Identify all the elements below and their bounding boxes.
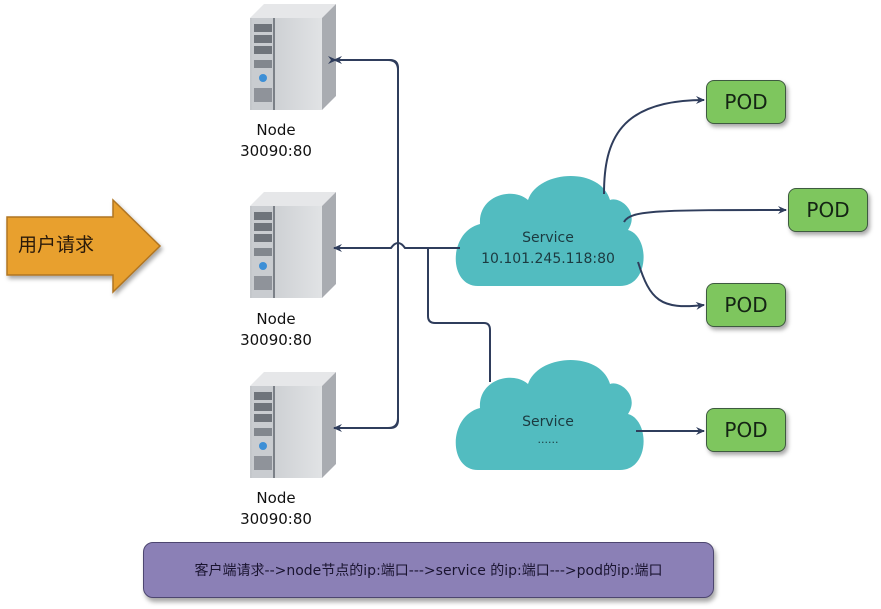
connector-service-branch <box>427 248 491 382</box>
user-request-arrow <box>6 198 162 294</box>
flow-description-banner: 客户端请求-->node节点的ip:端口--->service 的ip:端口--… <box>143 542 714 598</box>
pod-box-4[interactable]: POD <box>706 408 786 452</box>
node-label-1: Node 30090:80 <box>216 120 336 162</box>
service-name: Service <box>522 414 574 430</box>
connector-to-pod-3 <box>637 261 705 310</box>
connector-to-pod-1 <box>603 96 705 195</box>
node-server-icon-3 <box>249 371 337 479</box>
service-label-2: Service ...... <box>468 412 628 447</box>
flow-description-text: 客户端请求-->node节点的ip:端口--->service 的ip:端口--… <box>194 563 663 579</box>
connector-to-node-3 <box>333 417 399 432</box>
service-cloud-2[interactable] <box>455 359 644 470</box>
connector-to-node-2 <box>333 242 460 252</box>
user-request-label: 用户请求 <box>18 234 95 256</box>
node-port: 30090:80 <box>240 142 312 160</box>
connector-to-node-1 <box>333 56 399 71</box>
node-server-icon-1 <box>249 3 337 111</box>
node-name: Node <box>256 310 296 328</box>
node-name: Node <box>256 121 296 139</box>
connector-trunk <box>336 60 399 429</box>
pod-box-1[interactable]: POD <box>706 80 786 124</box>
node-port: 30090:80 <box>240 510 312 528</box>
pod-box-3[interactable]: POD <box>706 283 786 327</box>
node-label-2: Node 30090:80 <box>216 309 336 351</box>
node-server-icon-2 <box>249 191 337 299</box>
service-cloud-1[interactable] <box>455 175 644 286</box>
service-address: 10.101.245.118:80 <box>481 251 615 267</box>
node-port: 30090:80 <box>240 331 312 349</box>
node-name: Node <box>256 489 296 507</box>
connector-to-pod-2 <box>623 206 787 223</box>
service-name: Service <box>522 230 574 246</box>
service-address: ...... <box>537 433 559 446</box>
pod-box-2[interactable]: POD <box>788 188 868 232</box>
node-label-3: Node 30090:80 <box>216 488 336 530</box>
service-label-1: Service 10.101.245.118:80 <box>468 228 628 270</box>
